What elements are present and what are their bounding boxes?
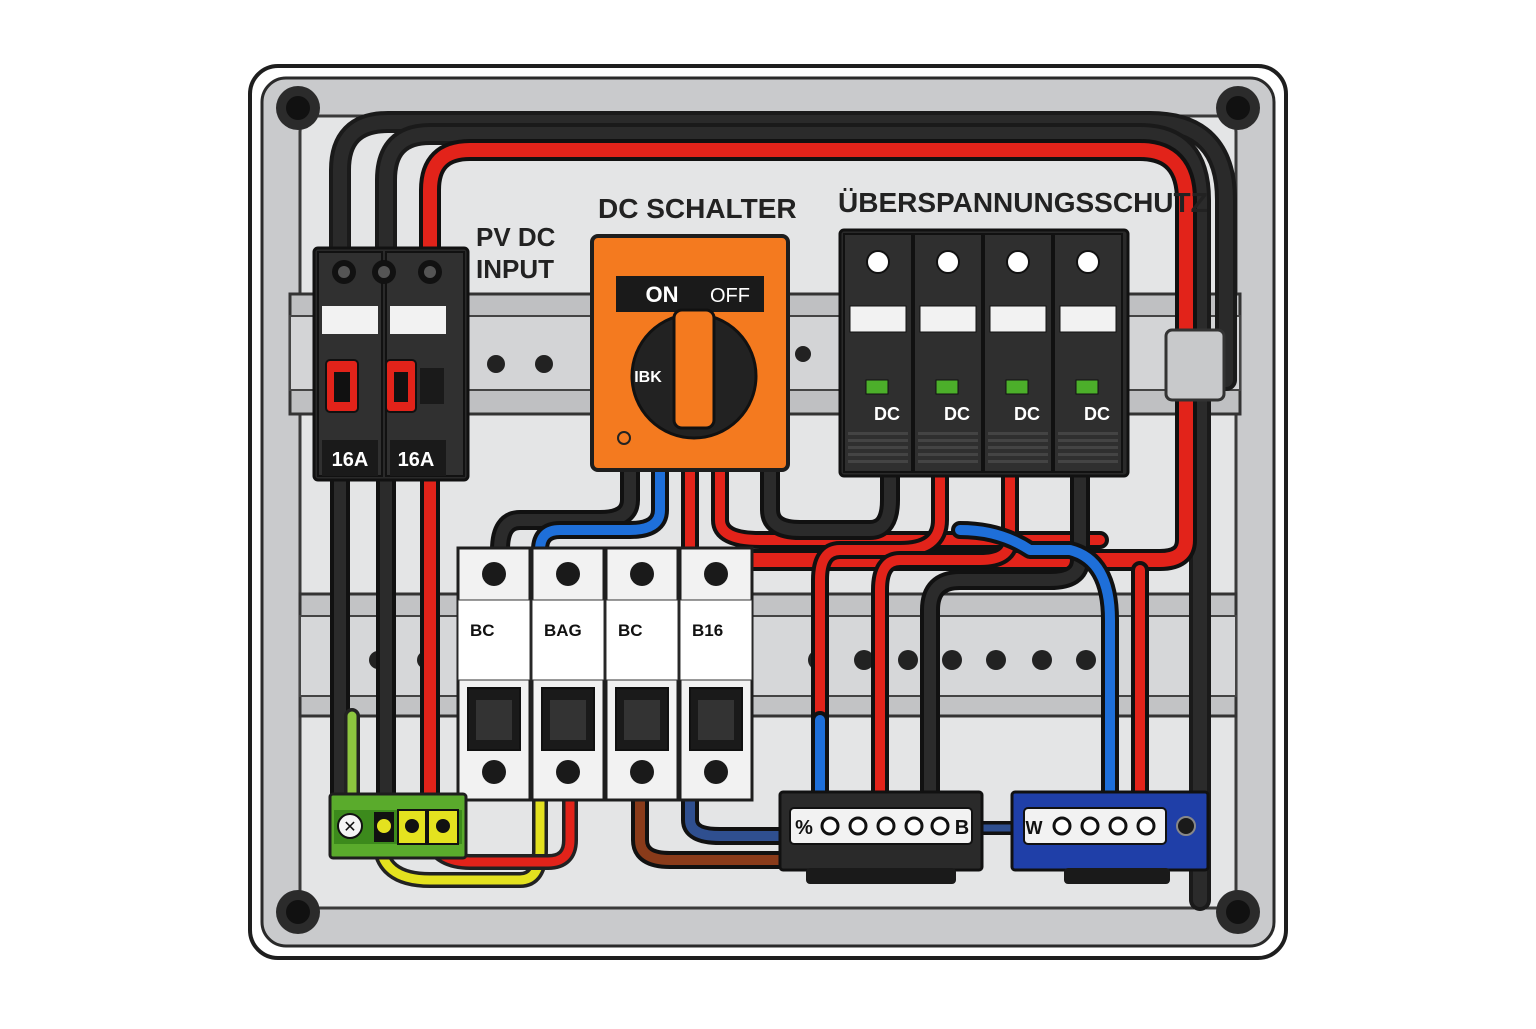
fuse-holder-block: 16A 16A [312,246,470,482]
breaker-label: BC [618,621,643,640]
corner-screw-bl [276,890,320,934]
surge-module-label: DC [1084,404,1110,424]
surge-module-label: DC [874,404,900,424]
surge-module-label: DC [1014,404,1040,424]
breaker-label: BAG [544,621,582,640]
wiring [329,111,1237,911]
breaker-label: BC [470,621,495,640]
din-rail-bottom [298,592,1238,718]
corner-screw-tr [1216,86,1260,130]
corner-screw-tl [276,86,320,130]
circuit-breaker-1[interactable]: BC [456,546,532,802]
earth-terminal-block: ✕ [328,792,468,860]
adjust-screw-icon [936,250,960,274]
status-window-icon [1075,379,1099,395]
black-terminal-right-mark: B [955,817,969,839]
dc-switch-on-label: ON [646,282,679,307]
earth-terminal-x-icon: ✕ [343,819,356,836]
surge-module-2[interactable]: DC [913,233,983,473]
dc-switch-knob-text: IBK [634,369,662,386]
fuse-2-rating: 16A [398,449,435,471]
adjust-screw-icon [866,250,890,274]
surge-protection-title: ÜBERSPANNUNGSSCHUTZ [838,187,1208,218]
blue-terminal-left-mark: W [1026,818,1043,838]
circuit-breaker-3[interactable]: BC [604,546,680,802]
pv-input-label-line1: PV DC [476,222,556,252]
status-window-icon [865,379,889,395]
dc-switch: ON OFF IBK [590,234,790,472]
corner-screw-br [1216,890,1260,934]
circuit-breaker-2[interactable]: BAG [530,546,606,802]
fuse-holder-2[interactable]: 16A [372,251,465,477]
surge-modules: DC DC DC DC [843,233,1123,473]
blue-terminal-block: W [1010,790,1210,884]
adjust-screw-icon [1076,250,1100,274]
status-window-icon [1005,379,1029,395]
dc-switch-title: DC SCHALTER [598,193,797,224]
circuit-breakers: BC BAG BC B16 [456,546,754,802]
surge-module-1[interactable]: DC [843,233,913,473]
breaker-label: B16 [692,621,723,640]
dc-switch-off-label: OFF [710,285,750,307]
fuse-1-rating: 16A [332,449,369,471]
black-terminal-left-mark: % [795,817,813,839]
surge-module-label: DC [944,404,970,424]
black-terminal-block: % B [778,790,984,884]
adjust-screw-icon [1006,250,1030,274]
surge-module-3[interactable]: DC [983,233,1053,473]
status-window-icon [935,379,959,395]
fuse-holder-1[interactable]: 16A [317,251,383,477]
rail-clamp-right [1164,328,1226,402]
pv-input-label-line2: INPUT [476,254,554,284]
circuit-breaker-4[interactable]: B16 [678,546,754,802]
surge-module-4[interactable]: DC [1053,233,1123,473]
dc-switch-knob[interactable] [672,308,716,430]
